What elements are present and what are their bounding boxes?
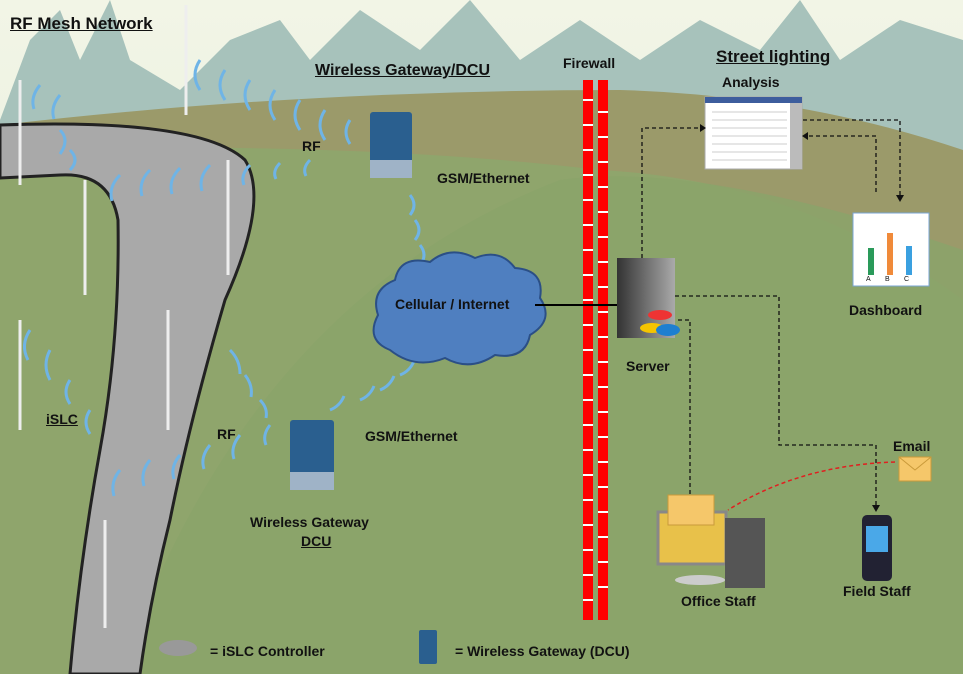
rf-mesh-network-title: RF Mesh Network bbox=[10, 14, 153, 33]
islc-label: iSLC bbox=[46, 411, 78, 427]
dashboard-axis-b: B bbox=[885, 276, 890, 283]
office-computer-icon bbox=[656, 494, 765, 588]
dashboard-axis-a: A bbox=[866, 276, 871, 283]
cellular-internet-label: Cellular / Internet bbox=[395, 296, 510, 312]
legend-gateway-icon bbox=[419, 630, 437, 664]
server-label: Server bbox=[626, 358, 670, 374]
rf-top-label: RF bbox=[302, 138, 321, 154]
legend-gateway-label: = Wireless Gateway (DCU) bbox=[455, 643, 630, 659]
dashboard-bar-c bbox=[906, 246, 912, 275]
rf-signal-waves bbox=[23, 59, 426, 497]
field-staff-label: Field Staff bbox=[843, 583, 911, 599]
dashboard-label: Dashboard bbox=[849, 302, 923, 318]
gsm-ethernet-bottom-label: GSM/Ethernet bbox=[365, 428, 458, 444]
dcu-bottom-label: DCU bbox=[301, 533, 332, 549]
spreadsheet-icon bbox=[704, 96, 803, 170]
email-envelope-icon bbox=[898, 456, 932, 482]
wireless-gateway-title: Wireless Gateway/DCU bbox=[315, 62, 491, 79]
email-arrow bbox=[727, 461, 896, 511]
gsm-ethernet-top-label: GSM/Ethernet bbox=[437, 170, 530, 186]
legend-islc-controller-icon bbox=[159, 640, 197, 656]
dashboard-bar-a bbox=[868, 248, 874, 275]
wireless-gateway-bottom-label: Wireless Gateway bbox=[250, 514, 369, 530]
dashboard-bar-b bbox=[887, 233, 893, 275]
wireless-gateway-device-top bbox=[370, 112, 412, 178]
firewall-brick-gaps bbox=[583, 99, 608, 601]
email-label: Email bbox=[893, 438, 931, 454]
analysis-label: Analysis bbox=[722, 74, 780, 90]
firewall-label: Firewall bbox=[563, 55, 616, 71]
cloud-shape bbox=[372, 251, 547, 366]
street-lighting-title: Street lighting bbox=[716, 47, 831, 66]
rf-bottom-label: RF bbox=[217, 426, 236, 442]
street-light-poles bbox=[18, 5, 230, 628]
data-flow-connectors bbox=[641, 119, 901, 505]
field-staff-phone-icon bbox=[862, 515, 892, 581]
road bbox=[0, 122, 256, 674]
arrowheads bbox=[686, 124, 904, 512]
wireless-gateway-device-bottom bbox=[290, 420, 334, 490]
legend-islc-label: = iSLC Controller bbox=[210, 643, 325, 659]
server-icon bbox=[617, 258, 680, 338]
office-staff-label: Office Staff bbox=[681, 593, 756, 609]
dashboard-chart-icon bbox=[852, 212, 930, 287]
dashboard-axis-c: C bbox=[904, 276, 910, 283]
